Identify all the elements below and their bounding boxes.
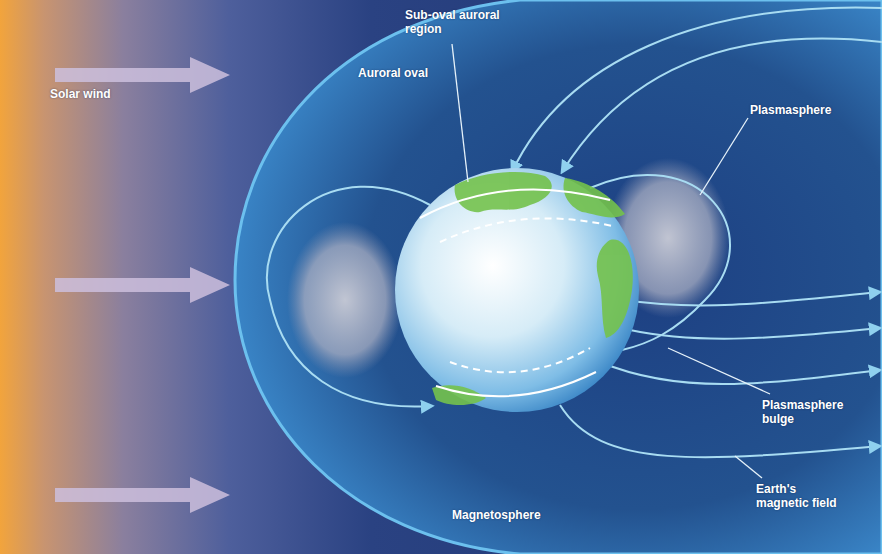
region-label: Plasmasphere bulge xyxy=(762,398,848,426)
region-label: Magnetosphere xyxy=(452,508,592,522)
region-label: Sub-oval auroral region xyxy=(405,8,505,36)
field-label: Earth's magnetic field xyxy=(756,482,844,510)
region-label: Auroral oval xyxy=(358,66,468,80)
flow-label: Solar wind xyxy=(50,87,170,101)
region-label: Plasmasphere xyxy=(750,103,870,117)
